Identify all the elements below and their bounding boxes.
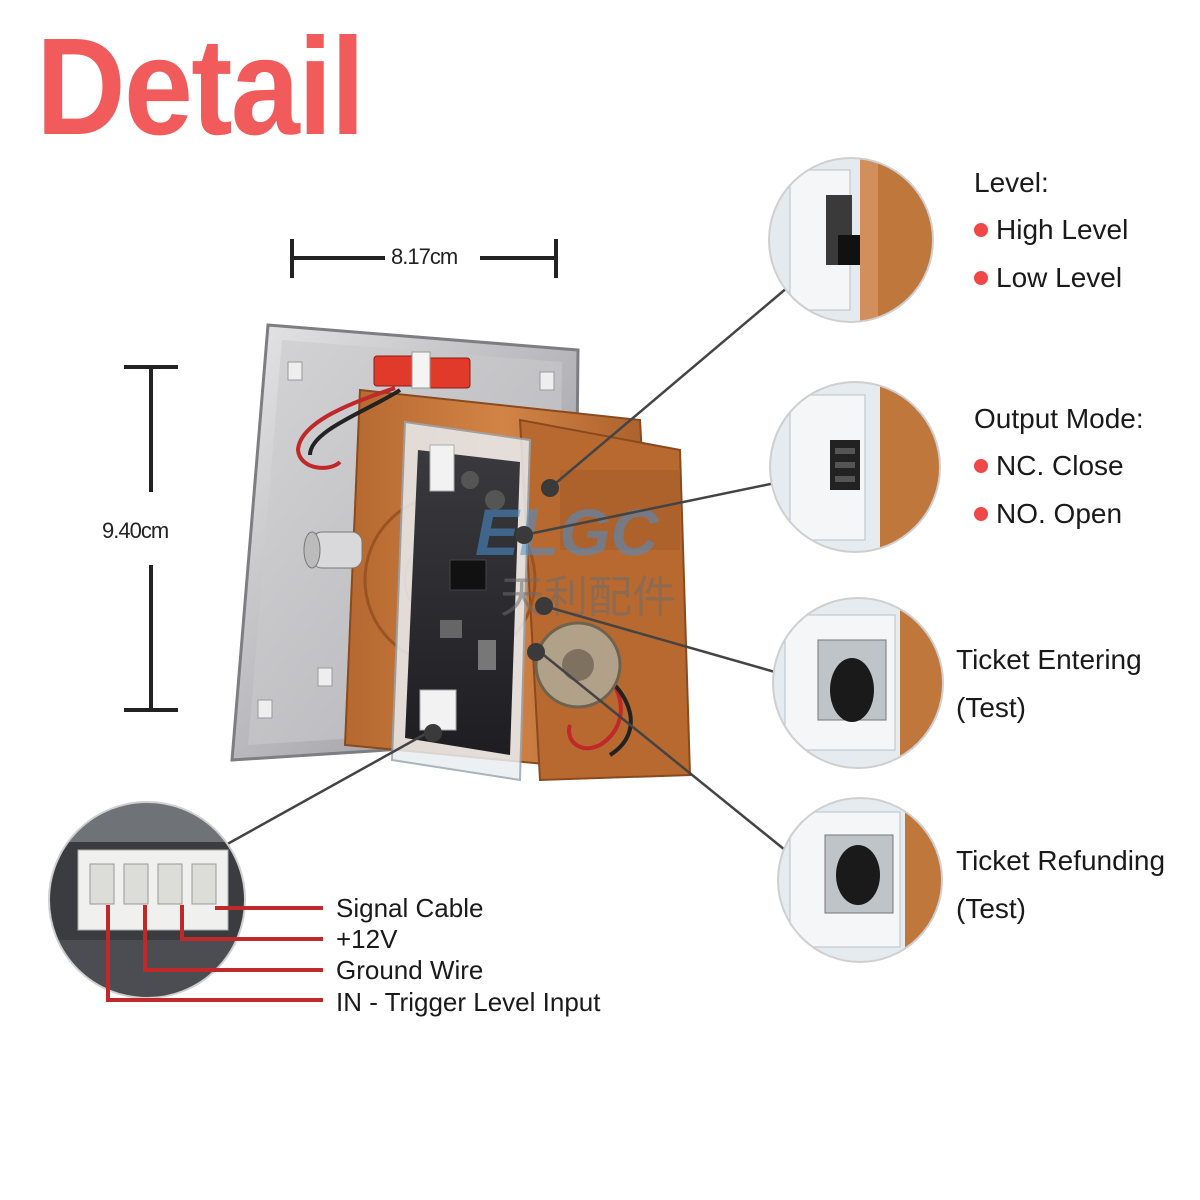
ticket-entering-callout: Ticket Entering (Test) <box>956 643 1142 725</box>
watermark: ELGC 天利配件 <box>475 495 676 623</box>
sensor-cylinder <box>303 531 363 569</box>
ticket-entering-note: (Test) <box>956 692 1026 723</box>
wire-label-trigger: IN - Trigger Level Input <box>336 987 601 1017</box>
output-mode-callout: Output Mode: NC. Close NO. Open <box>974 402 1144 531</box>
red-indicator-lights <box>373 351 471 389</box>
leader-dots <box>424 479 559 742</box>
ticket-refunding-note: (Test) <box>956 893 1026 924</box>
bullet-dot-icon <box>974 271 988 285</box>
output-mode-heading: Output Mode: <box>974 403 1144 434</box>
width-dimension <box>290 239 558 278</box>
height-dimension <box>124 365 178 712</box>
height-dimension-label: 9.40cm <box>98 512 173 550</box>
bullet-dot-icon <box>974 223 988 237</box>
zoom-output-switch <box>769 381 941 553</box>
width-dimension-label: 8.17cm <box>385 244 464 270</box>
ticket-entering-label: Ticket Entering <box>956 644 1142 675</box>
wire-label-ground: Ground Wire <box>336 955 484 985</box>
zoom-ticket-refunding-button <box>777 797 943 963</box>
output-mode-option: NO. Open <box>974 497 1144 531</box>
zoom-level-switch <box>768 157 934 323</box>
level-option-label: Low Level <box>996 262 1123 293</box>
wire-label-signal: Signal Cable <box>336 893 484 923</box>
level-option-label: High Level <box>996 214 1129 245</box>
watermark-logo: ELGC <box>475 495 660 569</box>
level-callout: Level: High Level Low Level <box>974 166 1128 295</box>
bullet-dot-icon <box>974 507 988 521</box>
watermark-chinese: 天利配件 <box>500 572 676 623</box>
level-option: High Level <box>974 213 1128 247</box>
output-mode-option-label: NC. Close <box>996 450 1124 481</box>
output-mode-option: NC. Close <box>974 449 1144 483</box>
level-heading: Level: <box>974 167 1049 198</box>
output-mode-option-label: NO. Open <box>996 498 1123 529</box>
zoom-ticket-entering-button <box>772 597 944 769</box>
page-title: Detail <box>36 10 365 164</box>
wire-label-12v: +12V <box>336 924 398 954</box>
ticket-refunding-label: Ticket Refunding <box>956 845 1166 876</box>
pcb-enclosure <box>390 420 532 782</box>
level-option: Low Level <box>974 261 1128 295</box>
leader-lines <box>221 286 789 851</box>
bullet-dot-icon <box>974 459 988 473</box>
ticket-refunding-callout: Ticket Refunding (Test) <box>956 844 1165 926</box>
motor <box>534 621 622 709</box>
connector-wire-lines <box>106 905 323 1002</box>
